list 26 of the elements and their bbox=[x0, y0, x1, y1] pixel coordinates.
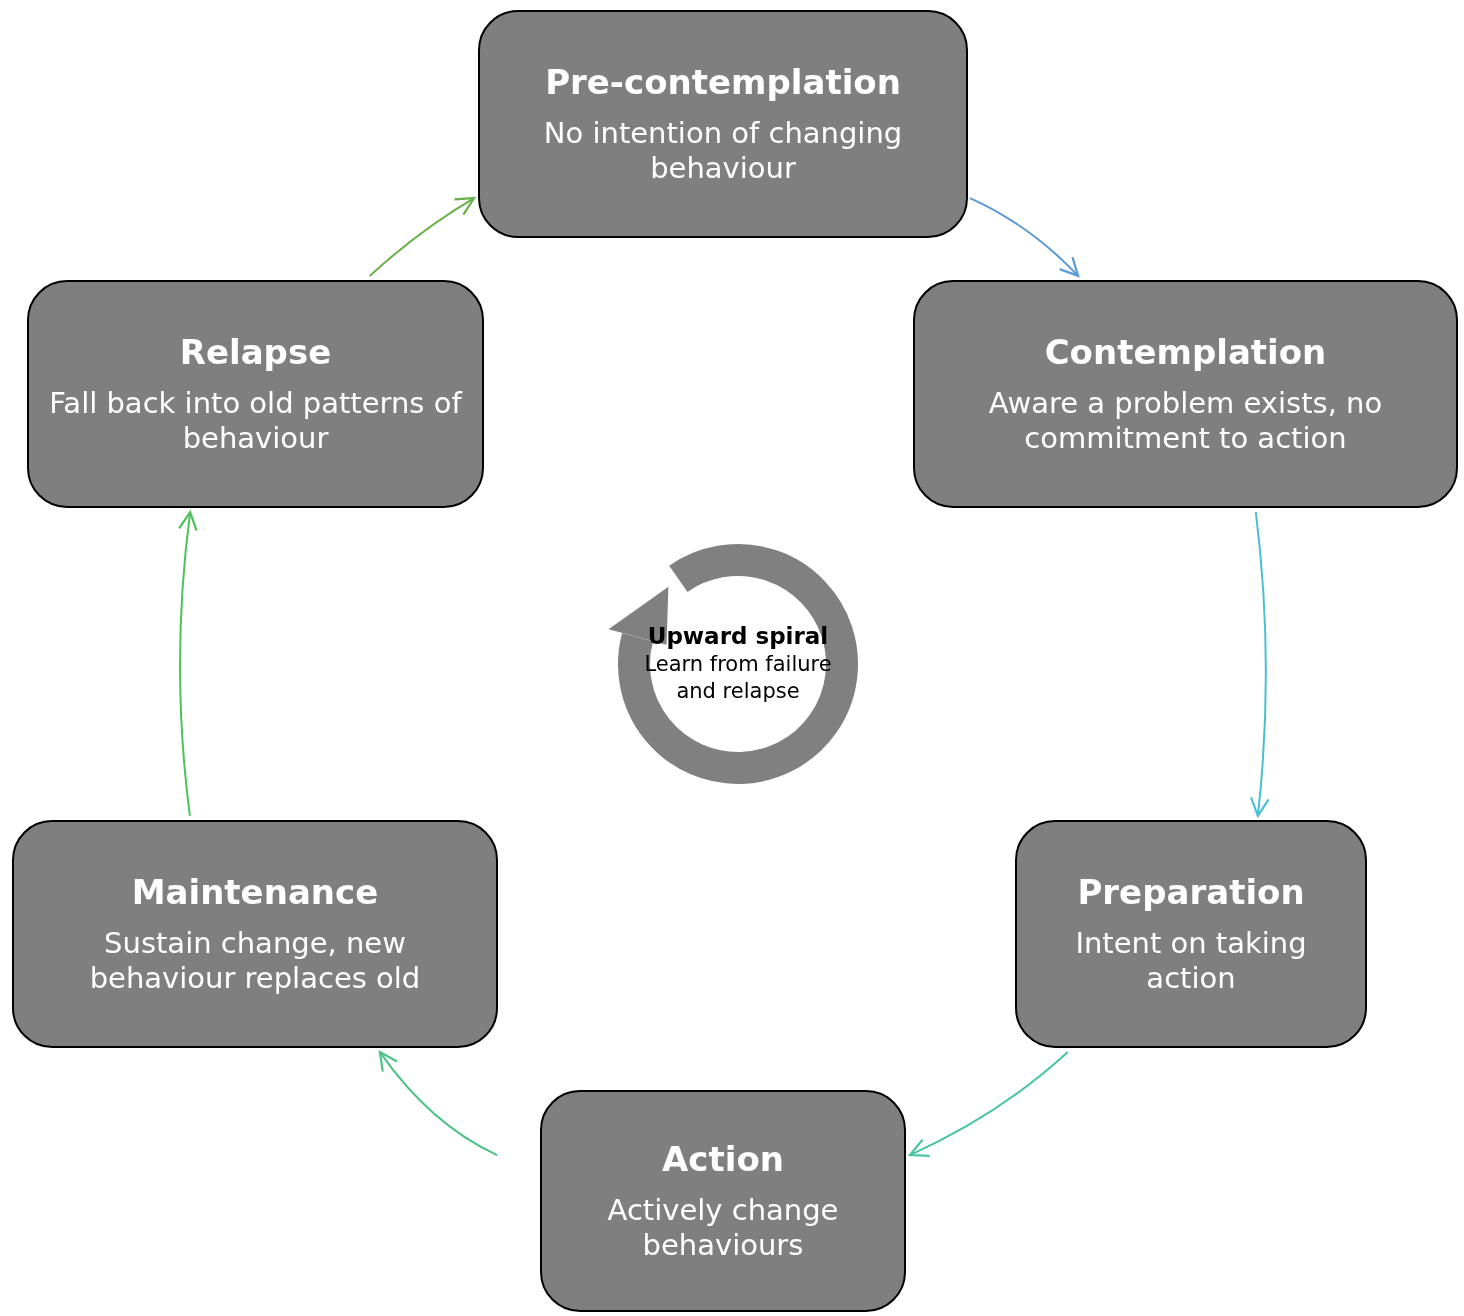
stage-description: No intention of changing behaviour bbox=[542, 115, 904, 186]
stage-box bbox=[478, 10, 968, 238]
curved-arrow bbox=[908, 1051, 1069, 1157]
stage-description: Intent on taking action bbox=[1074, 925, 1308, 996]
curved-arrow bbox=[178, 511, 198, 817]
stage-box bbox=[1015, 820, 1367, 1048]
stage-title: Pre-contemplation bbox=[545, 62, 901, 102]
stage-description: Aware a problem exists, no commitment to action bbox=[987, 385, 1384, 456]
stage-description: Actively change behaviours bbox=[606, 1192, 840, 1263]
stage-description: Fall back into old patterns of behaviour bbox=[48, 385, 464, 456]
stage-title: Maintenance bbox=[131, 872, 379, 912]
curved-arrow bbox=[368, 197, 476, 277]
stage-description: Sustain change, new behaviour replaces old bbox=[88, 925, 422, 996]
curved-arrow bbox=[378, 1051, 499, 1157]
stage-box bbox=[12, 820, 498, 1048]
curved-arrow bbox=[968, 197, 1080, 277]
stage-title: Preparation bbox=[1077, 872, 1305, 912]
curved-arrow bbox=[1249, 511, 1270, 817]
spiral-description: Learn from failure and relapse bbox=[643, 650, 833, 705]
spiral-title: Upward spiral bbox=[647, 622, 829, 651]
stage-title: Contemplation bbox=[1044, 332, 1327, 372]
stage-box bbox=[27, 280, 484, 508]
stage-box bbox=[540, 1090, 906, 1312]
stage-title: Relapse bbox=[179, 332, 332, 372]
stage-title: Action bbox=[662, 1139, 784, 1179]
stage-box bbox=[913, 280, 1458, 508]
